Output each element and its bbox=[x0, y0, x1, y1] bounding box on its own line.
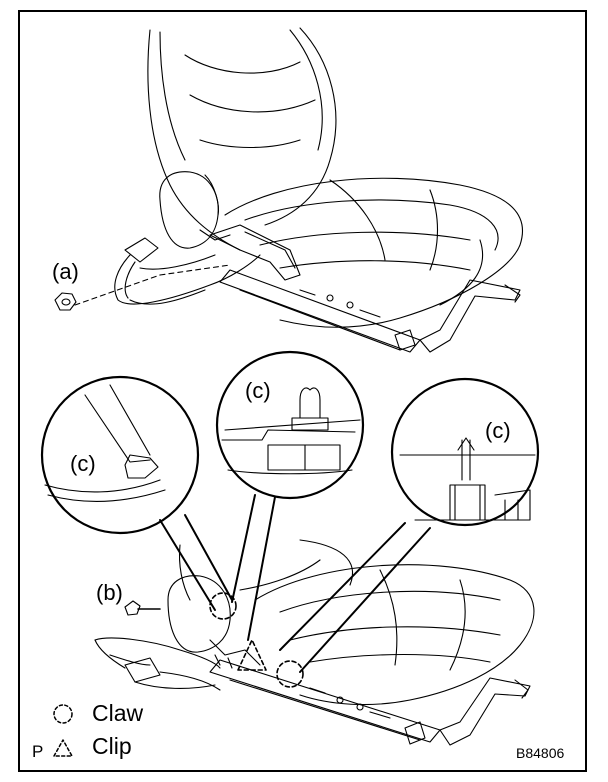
top-seat-cushion bbox=[224, 177, 524, 328]
label-a: (a) bbox=[52, 259, 79, 284]
label-b: (b) bbox=[96, 580, 123, 605]
detail-circle-middle bbox=[215, 350, 365, 641]
top-side-cover bbox=[159, 171, 231, 249]
clip-legend-icon bbox=[53, 739, 73, 757]
detail-circle-right bbox=[279, 377, 540, 673]
bottom-side-cover bbox=[167, 575, 261, 669]
detail-circle-left bbox=[40, 375, 233, 611]
legend-clip: Clip bbox=[92, 733, 132, 759]
p-mark: P bbox=[32, 742, 44, 761]
claw-legend-icon bbox=[53, 704, 73, 724]
nut-a bbox=[54, 292, 77, 311]
clip-marker-1 bbox=[237, 639, 267, 671]
bottom-seat-rail bbox=[209, 659, 531, 746]
legend-claw: Claw bbox=[92, 700, 144, 726]
label-c-left: (c) bbox=[70, 451, 96, 476]
top-seat-rail bbox=[219, 269, 521, 353]
claw-marker-1 bbox=[209, 592, 237, 620]
bottom-wiring bbox=[94, 637, 221, 691]
bottom-seat-back bbox=[178, 539, 354, 601]
figure-code: B84806 bbox=[516, 745, 565, 761]
top-wiring bbox=[74, 224, 301, 306]
top-seat-back bbox=[147, 27, 337, 251]
label-c-right: (c) bbox=[485, 418, 511, 443]
bottom-seat-cushion bbox=[254, 564, 535, 706]
bolt-b bbox=[124, 600, 161, 616]
label-c-middle: (c) bbox=[245, 378, 271, 403]
claw-marker-2 bbox=[276, 660, 304, 688]
